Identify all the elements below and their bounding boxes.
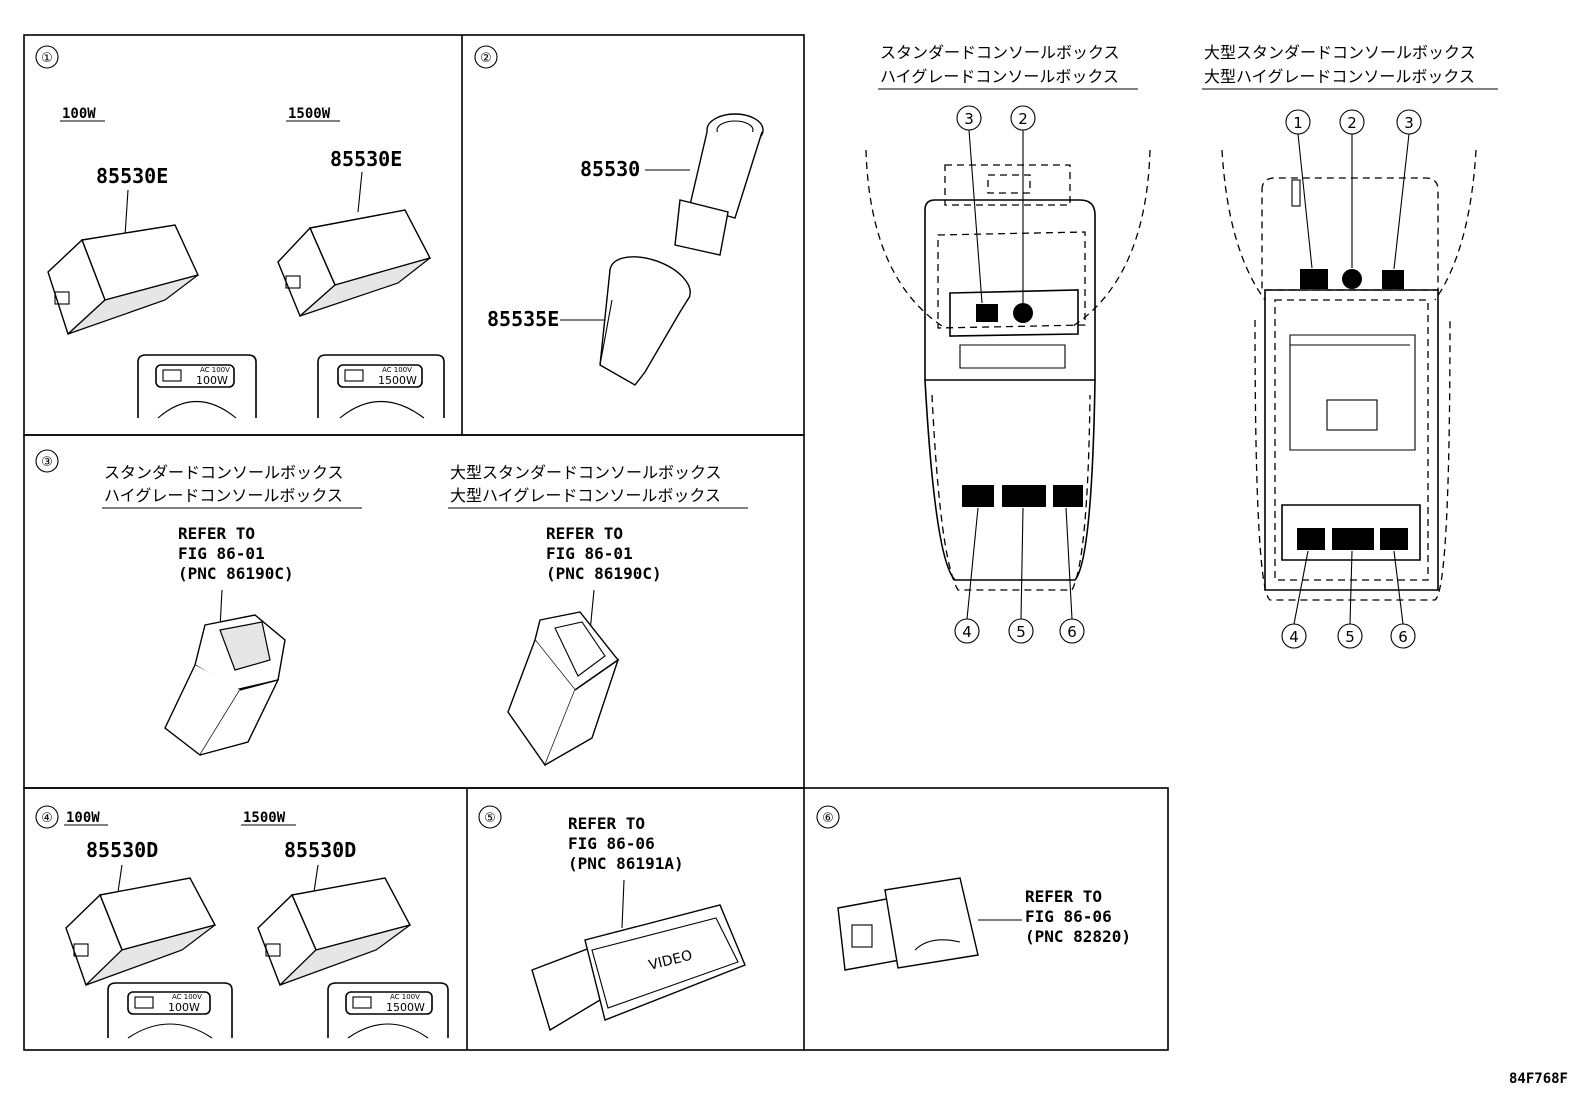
lg-callout-2: 2 xyxy=(1347,114,1357,132)
p1-right-label-ac: AC 100V xyxy=(382,366,412,374)
marker-std-3 xyxy=(976,304,998,322)
panel-2-number: ② xyxy=(480,51,492,66)
lg-callout-6: 6 xyxy=(1398,628,1408,646)
p3-right-ref-1: REFER TO xyxy=(546,524,623,543)
p3-right-title-1: 大型スタンダードコンソールボックス xyxy=(450,463,722,482)
p3-left-ref-2: FIG 86-01 xyxy=(178,544,265,563)
p3-left-ref-3: (PNC 86190C) xyxy=(178,564,294,583)
outlet-switch-100w xyxy=(47,224,199,336)
panel-6-number: ⑥ xyxy=(822,811,834,826)
panel-6: ⑥ REFER TO FIG 86-06 (PNC 82820) xyxy=(816,805,1131,971)
switch-assembly-large xyxy=(507,611,620,767)
p3-right-ref-3: (PNC 86190C) xyxy=(546,564,662,583)
overview-standard-title-2: ハイグレードコンソールボックス xyxy=(880,67,1119,86)
panel-4: ④ 100W 85530D AC 100V 100W 1500W 85530D xyxy=(35,805,449,1039)
lg-callout-4: 4 xyxy=(1289,628,1299,646)
marker-lg-4 xyxy=(1297,528,1325,550)
overview-standard: スタンダードコンソールボックス ハイグレードコンソールボックス 3 2 4 5 … xyxy=(865,43,1151,644)
p1-left-part-number: 85530E xyxy=(96,164,168,188)
p1-right-label-watt: 1500W xyxy=(378,374,417,387)
p1-left-label-watt: 100W xyxy=(196,374,228,387)
marker-lg-2 xyxy=(1342,269,1362,289)
p1-left-watt: 100W xyxy=(62,106,96,122)
panel-2: ② 85530 85535E xyxy=(474,45,764,386)
p1-left-label-ac: AC 100V xyxy=(200,366,230,374)
std-callout-6: 6 xyxy=(1067,623,1077,641)
p1-right-part-number: 85530E xyxy=(330,147,402,171)
panel-3-number: ③ xyxy=(41,455,53,470)
lg-callout-1: 1 xyxy=(1293,114,1303,132)
std-callout-5: 5 xyxy=(1016,623,1026,641)
overview-large-title-2: 大型ハイグレードコンソールボックス xyxy=(1204,67,1475,86)
p4-left-label-watt: 100W xyxy=(168,1001,200,1014)
p4-left-part-number: 85530D xyxy=(86,838,158,862)
marker-lg-6 xyxy=(1380,528,1408,550)
overview-standard-title-1: スタンダードコンソールボックス xyxy=(880,43,1120,62)
marker-std-4 xyxy=(962,485,994,507)
overview-large-title-1: 大型スタンダードコンソールボックス xyxy=(1204,43,1476,62)
p4-right-label-watt: 1500W xyxy=(386,1001,425,1014)
p4-right-watt: 1500W xyxy=(243,810,286,826)
p2-part-socket-cover: 85535E xyxy=(487,307,559,331)
label-plate-1500w: AC 100V 1500W xyxy=(317,354,445,419)
power-socket xyxy=(674,113,764,256)
p3-left-title-2: ハイグレードコンソールボックス xyxy=(104,486,343,505)
figure-code: 84F768F xyxy=(1509,1071,1568,1087)
overview-large: 大型スタンダードコンソールボックス 大型ハイグレードコンソールボックス 1 2 … xyxy=(1202,43,1498,649)
socket-holder xyxy=(599,256,691,386)
lg-callout-5: 5 xyxy=(1345,628,1355,646)
std-callout-4: 4 xyxy=(962,623,972,641)
p4-right-part-number: 85530D xyxy=(284,838,356,862)
label-plate-100w: AC 100V 100W xyxy=(137,354,257,419)
label-plate-1500w-rear: AC 100V 1500W xyxy=(327,982,449,1039)
usb-port-module xyxy=(837,877,979,971)
p5-ref-1: REFER TO xyxy=(568,814,645,833)
marker-std-2 xyxy=(1013,303,1033,323)
outlet-switch-100w-rear xyxy=(65,877,217,987)
marker-lg-5 xyxy=(1332,528,1374,550)
panel-1-number: ① xyxy=(41,51,53,66)
lg-callout-3: 3 xyxy=(1404,114,1414,132)
p3-left-title-1: スタンダードコンソールボックス xyxy=(104,463,344,482)
switch-assembly-standard xyxy=(164,614,286,757)
p5-ref-2: FIG 86-06 xyxy=(568,834,655,853)
p4-left-watt: 100W xyxy=(66,810,100,826)
panel-5-number: ⑤ xyxy=(484,811,496,826)
panel-3: ③ スタンダードコンソールボックス ハイグレードコンソールボックス REFER … xyxy=(35,449,748,767)
marker-std-5 xyxy=(1002,485,1046,507)
p4-left-label-ac: AC 100V xyxy=(172,993,202,1001)
p4-right-label-ac: AC 100V xyxy=(390,993,420,1001)
panel-1: ① 100W 85530E AC 100V 100W 1500W 85530E xyxy=(35,45,445,419)
outlet-switch-1500w xyxy=(277,209,432,318)
p3-left-ref-1: REFER TO xyxy=(178,524,255,543)
panel-5: ⑤ REFER TO FIG 86-06 (PNC 86191A) VIDEO xyxy=(478,805,746,1032)
outlet-switch-1500w-rear xyxy=(257,877,412,987)
p2-part-socket: 85530 xyxy=(580,157,640,181)
p3-right-title-2: 大型ハイグレードコンソールボックス xyxy=(450,486,721,505)
p6-ref-2: FIG 86-06 xyxy=(1025,907,1112,926)
marker-std-6 xyxy=(1053,485,1083,507)
label-plate-100w-rear: AC 100V 100W xyxy=(107,982,233,1039)
marker-lg-3 xyxy=(1382,270,1404,289)
p6-ref-3: (PNC 82820) xyxy=(1025,927,1131,946)
p6-ref-1: REFER TO xyxy=(1025,887,1102,906)
p3-right-ref-2: FIG 86-01 xyxy=(546,544,633,563)
std-callout-3: 3 xyxy=(964,110,974,128)
p1-right-watt: 1500W xyxy=(288,106,331,122)
panel-grid xyxy=(23,34,1169,1051)
video-input-terminal: VIDEO xyxy=(531,904,746,1032)
std-callout-2: 2 xyxy=(1018,110,1028,128)
panel-4-number: ④ xyxy=(41,811,53,826)
marker-lg-1 xyxy=(1300,269,1328,289)
p5-ref-3: (PNC 86191A) xyxy=(568,854,684,873)
